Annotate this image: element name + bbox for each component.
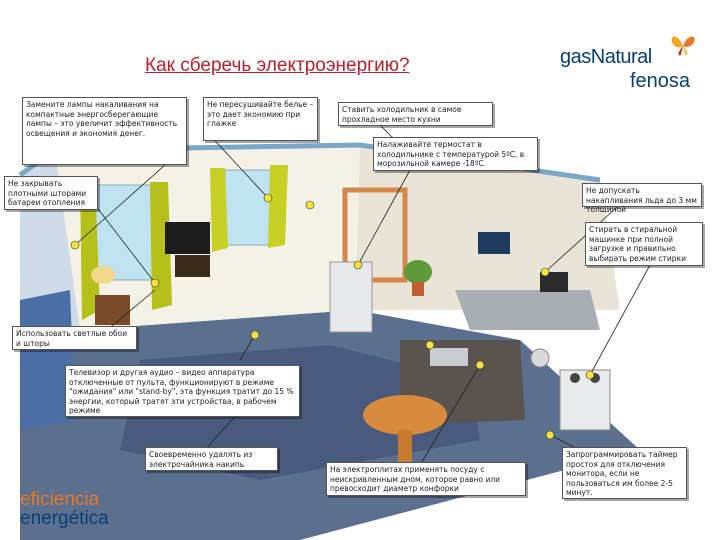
tip-stove: На электроплитах применять посуду с неис… <box>326 462 526 496</box>
brand-line-2: fenosa <box>630 70 691 92</box>
monitor <box>540 272 568 292</box>
tip-lamps: Замените лампы накаливания на компактные… <box>22 97 187 165</box>
page-title: Как сберечь электроэнергию? <box>145 55 410 76</box>
brand-line-1: gasNatural <box>560 46 652 68</box>
tv-stand <box>175 255 210 277</box>
lamp-shade <box>91 266 115 284</box>
window <box>89 184 161 281</box>
cabinet <box>20 290 75 430</box>
tip-kettle: Своевременно удалять из электрочайника н… <box>145 447 278 471</box>
doorway <box>342 187 408 283</box>
tip-curtains: Не закрывать плотными шторами батареи от… <box>4 176 98 210</box>
side-table <box>95 295 130 325</box>
stove <box>559 369 611 431</box>
dining-table <box>363 395 447 435</box>
curtain-left <box>80 180 100 320</box>
butterfly-icon <box>671 36 695 56</box>
curtain-right-a <box>210 168 228 252</box>
tv-screen <box>165 222 210 254</box>
sink <box>430 348 468 366</box>
tip-light-walls: Использовать светлые обои и шторы <box>12 326 137 350</box>
curtain-mid <box>150 182 172 310</box>
tip-washing: Стирать в стиральной машинке при полной … <box>585 222 703 266</box>
brand-logo: gasNatural fenosa <box>560 30 700 92</box>
tip-ice: Не допускать накапливания льда до 3 мм т… <box>582 183 702 214</box>
wall-picture <box>478 232 510 254</box>
tip-monitor: Запрограммировать таймер простоя для отк… <box>562 447 687 499</box>
fridge <box>329 261 373 333</box>
footer-line-2: energética <box>20 508 109 529</box>
kettle <box>530 348 550 368</box>
tip-standby: Телевизор и другая аудио – видео аппарат… <box>65 365 300 417</box>
curtain-right-b <box>268 165 288 248</box>
plant <box>404 260 432 284</box>
footer-line-1: eficiencia <box>20 489 100 510</box>
tip-thermostat: Налаживайте термостат в холодильнике с т… <box>373 137 538 171</box>
footer-logo: eficiencia energética <box>20 490 109 529</box>
tip-ironing: Не пересушивайте белье – это дает эконом… <box>203 97 318 141</box>
desk <box>455 290 600 330</box>
tip-fridge-place: Ставить холодильник в самое прохладное м… <box>338 102 493 126</box>
